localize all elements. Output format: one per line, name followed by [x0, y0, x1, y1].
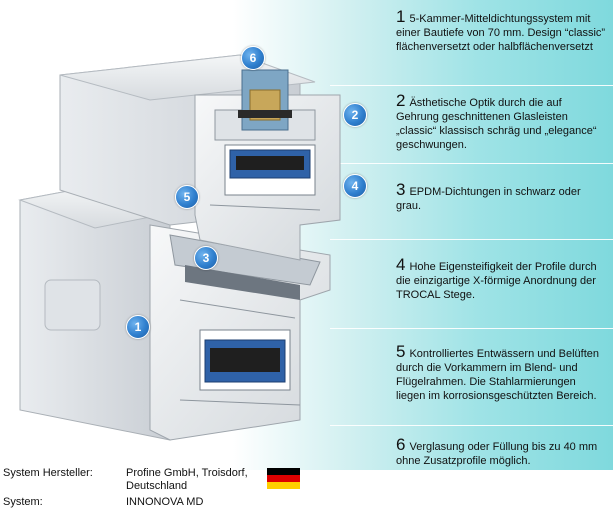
- feature-number: 6: [396, 435, 406, 454]
- manufacturer-label: System Hersteller:: [3, 467, 93, 479]
- german-flag-icon: [267, 468, 300, 489]
- feature-number: 2: [396, 91, 406, 110]
- feature-text: Verglasung oder Füllung bis zu 40 mm ohn…: [396, 441, 598, 467]
- feature-number: 4: [396, 255, 406, 274]
- handle-block: [44, 279, 101, 331]
- system-value: INNONOVA MD: [126, 496, 204, 508]
- feature-text: Hohe Eigensteifigkeit der Profile durch …: [396, 261, 597, 301]
- separator: [330, 239, 613, 240]
- callout-badge-3: 3: [194, 246, 218, 270]
- feature-text: EPDM-Dichtungen in schwarz oder grau.: [396, 186, 581, 212]
- callout-badge-6: 6: [241, 46, 265, 70]
- separator: [330, 85, 613, 86]
- callout-badge-4: 4: [343, 174, 367, 198]
- feature-text: 5-Kammer-Mitteldichtungssystem mit einer…: [396, 13, 606, 53]
- feature-text: Ästhetische Optik durch die auf Gehrung …: [396, 97, 597, 151]
- feature-number: 1: [396, 7, 406, 26]
- feature-number: 3: [396, 180, 406, 199]
- callout-badge-2: 2: [343, 103, 367, 127]
- feature-text: Kontrolliertes Entwässern und Belüften d…: [396, 348, 600, 402]
- callout-badge-1: 1: [126, 315, 150, 339]
- system-label: System:: [3, 496, 43, 508]
- callout-badge-5: 5: [175, 185, 199, 209]
- window-profile-illustration: [18, 54, 341, 441]
- feature-number: 5: [396, 342, 406, 361]
- separator: [330, 425, 613, 426]
- separator: [330, 163, 613, 164]
- manufacturer-value: Profine GmbH, Troisdorf, Deutschland: [126, 467, 248, 492]
- separator: [330, 328, 613, 329]
